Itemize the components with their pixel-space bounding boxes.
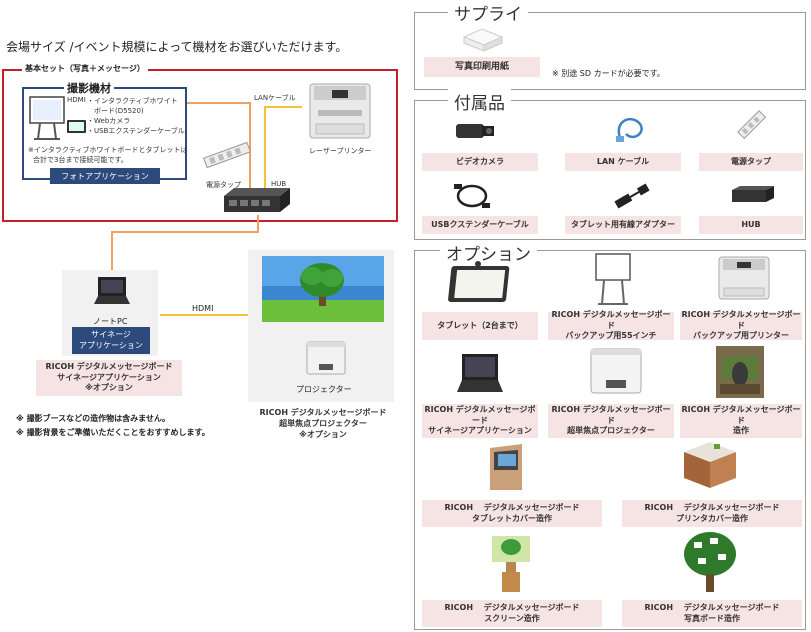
projector-caption: RICOH デジタルメッセージボード 超単焦点プロジェクター ※オプション <box>250 406 396 443</box>
note-2: ※ 撮影背景をご準備いただくことをおすすめします。 <box>16 428 210 437</box>
equipment-item-1: ・インタラクティブホワイト <box>87 97 178 105</box>
option-signage-line2: サイネージアプリケーション <box>428 426 532 436</box>
equipment-note-2: 合計で3台まで接続可能です。 <box>33 156 128 164</box>
option-printer-backup-illustration <box>718 256 770 300</box>
accessory-item-6: HUB <box>699 216 803 234</box>
video-camera-icon <box>456 124 494 138</box>
options-title: オプション <box>440 240 537 265</box>
option-tablet-illustration <box>448 261 510 302</box>
whiteboard-illustration <box>29 96 65 140</box>
hub-icon <box>732 186 774 202</box>
option-board-backup-line1: RICOH デジタルメッセージボード <box>551 309 671 330</box>
power-tap-label: 電源タップ <box>206 181 241 189</box>
option-prncover-label: RICOH デジタルメッセージボード プリンタカバー造作 <box>622 500 802 527</box>
photo-paper-illustration <box>462 28 504 52</box>
option-prncover-line2: プリンタカバー造作 <box>676 513 748 523</box>
option-build-line2: 造作 <box>733 426 749 436</box>
hub-illustration <box>224 188 290 212</box>
option-uproj-line2: 超単焦点プロジェクター <box>567 426 655 436</box>
signage-app-label: サイネージ アプリケーション <box>72 327 150 354</box>
option-screen-line2: スクリーン造作 <box>484 613 540 623</box>
option-photoboard-line2: 写真ボード造作 <box>684 613 740 623</box>
accessory-item-2: LAN ケーブル <box>565 153 681 171</box>
basic-set-title: 基本セット（写真＋メッセージ） <box>22 63 148 74</box>
intro-text: 会場サイズ /イベント規模によって機材をお選びいただけます。 <box>6 40 348 54</box>
equipment-note-1: ※インタラクティブホワイトボードとタブレットは <box>28 146 188 154</box>
signage-caption-line2: サイネージアプリケーション <box>57 372 161 382</box>
signage-app-label-line1: サイネージ <box>91 330 131 340</box>
signage-caption-line1: RICOH デジタルメッセージボード <box>45 361 173 371</box>
option-tablet-label: タブレット（2台まで） <box>422 312 538 340</box>
supply-panel <box>414 12 806 90</box>
power-tap-illustration <box>203 141 251 169</box>
equipment-item-2: ボード(D5520) <box>94 107 144 115</box>
option-prncover-illustration <box>684 442 736 488</box>
option-screen-line1: RICOH デジタルメッセージボード <box>444 602 580 612</box>
supply-note: ※ 別途 SD カードが必要です。 <box>552 69 665 78</box>
option-build-illustration <box>716 346 764 398</box>
equipment-item-3: ・Webカメラ <box>87 117 131 125</box>
laser-printer-illustration <box>309 83 371 139</box>
tablet-wired-adapter-icon <box>614 183 650 209</box>
option-board-backup-label: RICOH デジタルメッセージボード バックアップ用55インチ <box>548 309 674 341</box>
accessory-item-5: タブレット用有線アダプター <box>565 216 681 234</box>
option-laptop-illustration <box>457 354 503 392</box>
basic-set-frame <box>2 69 398 222</box>
option-screen-label: RICOH デジタルメッセージボード スクリーン造作 <box>422 600 602 627</box>
projector-caption-line3: ※オプション <box>299 429 347 439</box>
projector-caption-line2: 超単焦点プロジェクター <box>279 419 367 429</box>
projection-tree-image <box>262 256 384 322</box>
hdmi-label-basic: HDMI <box>67 96 86 104</box>
lan-cable-icon <box>616 118 643 142</box>
signage-caption: RICOH デジタルメッセージボード サイネージアプリケーション ※オプション <box>36 360 182 396</box>
option-photoboard-illustration <box>684 532 736 592</box>
accessory-item-3: 電源タップ <box>699 153 803 171</box>
option-signage-line1: RICOH デジタルメッセージボード <box>424 404 536 425</box>
option-tabcover-line1: RICOH デジタルメッセージボード <box>444 502 580 512</box>
option-photoboard-line1: RICOH デジタルメッセージボード <box>644 602 780 612</box>
projector-caption-line1: RICOH デジタルメッセージボード <box>259 408 387 418</box>
signage-app-label-line2: アプリケーション <box>79 340 143 350</box>
option-printer-backup-line1: RICOH デジタルメッセージボード <box>681 309 801 330</box>
note-pc-label: ノートPC <box>93 317 128 326</box>
option-uproj-label: RICOH デジタルメッセージボード 超単焦点プロジェクター <box>548 404 674 438</box>
laptop-icon <box>94 277 130 304</box>
equipment-item-4: ・USBエクステンダーケーブル <box>87 127 185 135</box>
tablet-illustration <box>67 120 86 133</box>
lan-cable-label: LANケーブル <box>254 94 296 102</box>
option-tabcover-line2: タブレットカバー造作 <box>472 513 552 523</box>
option-build-label: RICOH デジタルメッセージボード 造作 <box>680 404 802 438</box>
signage-caption-line3: ※オプション <box>85 383 133 393</box>
option-prncover-line1: RICOH デジタルメッセージボード <box>644 502 780 512</box>
option-board-backup-line2: バックアップ用55インチ <box>565 331 657 341</box>
projector-illustration <box>306 341 346 375</box>
option-printer-backup-label: RICOH デジタルメッセージボード バックアップ用プリンター <box>680 309 802 341</box>
equipment-title: 撮影機材 <box>64 80 114 96</box>
option-screen-illustration <box>492 536 530 592</box>
option-signage-label: RICOH デジタルメッセージボード サイネージアプリケーション <box>422 404 538 438</box>
option-tabcover-label: RICOH デジタルメッセージボード タブレットカバー造作 <box>422 500 602 527</box>
note-1: ※ 撮影ブースなどの造作物は含みません。 <box>16 414 170 423</box>
option-uproj-illustration <box>590 348 642 394</box>
projector-label: プロジェクター <box>296 385 352 394</box>
accessory-item-1: ビデオカメラ <box>422 153 538 171</box>
hdmi-label: HDMI <box>192 304 214 313</box>
photo-app-label: フォトアプリケーション <box>50 168 160 184</box>
option-photoboard-label: RICOH デジタルメッセージボード 写真ボード造作 <box>622 600 802 627</box>
option-tabcover-illustration <box>490 444 522 490</box>
accessory-item-4: USBクステンダーケーブル <box>422 216 538 234</box>
accessories-title: 付属品 <box>448 89 511 114</box>
option-board-backup-illustration <box>595 253 631 305</box>
supply-item: 写真印刷用紙 <box>424 57 540 77</box>
power-strip-icon <box>737 110 767 140</box>
supply-title: サプライ <box>448 0 528 25</box>
option-uproj-line1: RICOH デジタルメッセージボード <box>551 404 671 425</box>
usb-extender-cable-icon <box>454 184 490 208</box>
option-printer-backup-line2: バックアップ用プリンター <box>693 331 789 341</box>
laser-printer-label: レーザープリンター <box>309 147 372 155</box>
hub-label: HUB <box>271 180 287 188</box>
option-build-line1: RICOH デジタルメッセージボード <box>681 404 801 425</box>
